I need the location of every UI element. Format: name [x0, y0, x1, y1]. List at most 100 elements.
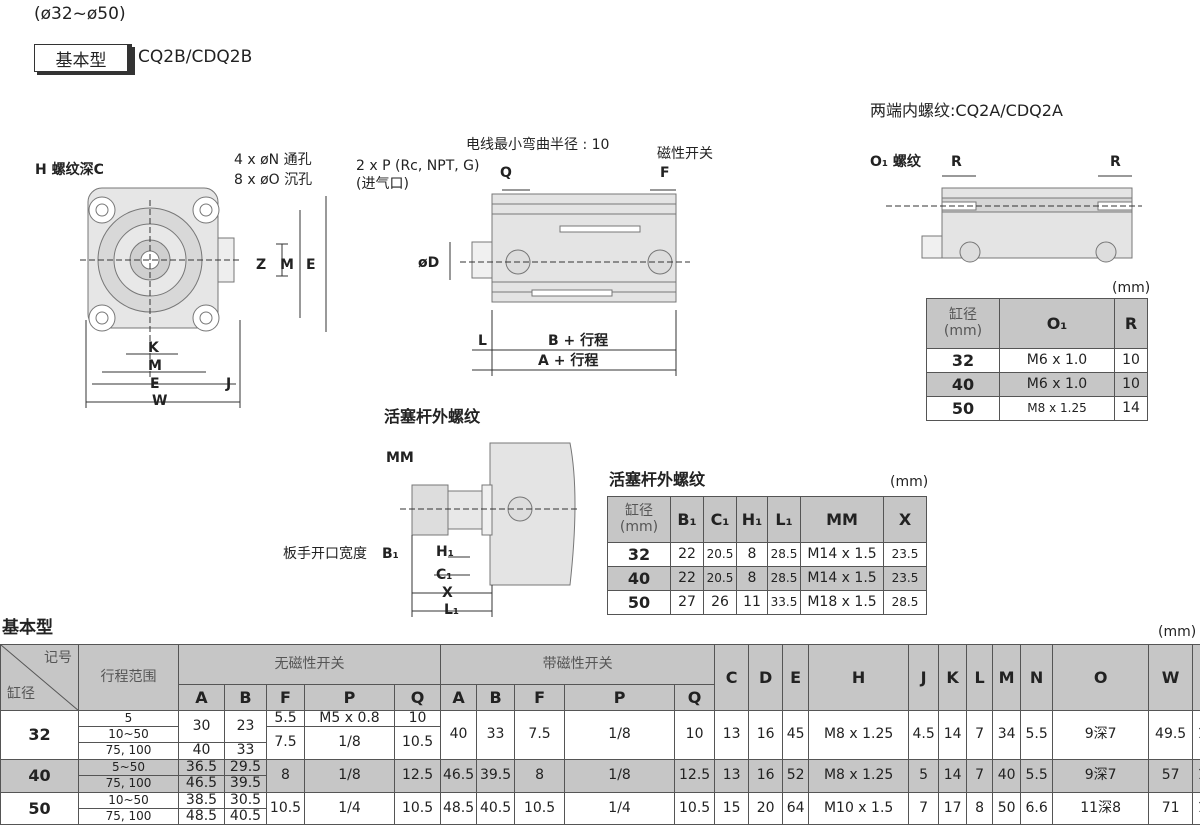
- header-z: Z: [1192, 644, 1200, 711]
- table-cell: 16: [748, 710, 784, 760]
- table-cell: 7.5: [514, 710, 566, 760]
- main-table-title: 基本型: [2, 618, 53, 638]
- table-cell: 10.5: [393, 791, 442, 826]
- both-ends-label-r-right: R: [1110, 154, 1121, 170]
- front-dim-e-h: E: [150, 376, 160, 392]
- table-cell: 1/4: [304, 791, 395, 826]
- table-cell: 23: [224, 709, 267, 744]
- table-cell: 7: [966, 758, 994, 793]
- front-dim-z: Z: [256, 257, 267, 273]
- both-ends-label-o1: O₁ 螺纹: [870, 154, 921, 170]
- table-cell: M6 x 1.0: [999, 372, 1115, 397]
- rod-label-mm: MM: [386, 450, 414, 466]
- both-ends-header-bore: 缸径(mm): [926, 298, 1000, 349]
- table-cell: M18 x 1.5: [800, 590, 884, 615]
- table-cell: 48.5: [440, 791, 478, 826]
- table-cell: 50: [0, 791, 79, 826]
- rod-label-wrench: 板手开口宽度: [283, 546, 367, 562]
- table-cell: 40: [440, 710, 478, 760]
- table-cell: 40: [178, 742, 225, 760]
- rod-table-title: 活塞杆外螺纹: [609, 470, 706, 489]
- rod-table-header-bore: 缸径(mm): [607, 496, 671, 543]
- side-label-switch: 磁性开关: [657, 146, 713, 162]
- type-label: 基本型: [55, 50, 107, 71]
- table-cell: 33: [224, 742, 267, 760]
- table-cell: 75, 100: [78, 807, 179, 826]
- table-cell: 52: [782, 758, 810, 793]
- sub-header-a: A: [178, 684, 225, 711]
- table-cell: 5.5: [1020, 710, 1054, 760]
- sub-header-b: B: [224, 684, 267, 711]
- table-cell: 10: [1114, 348, 1148, 373]
- both-ends-label-r-left: R: [951, 154, 962, 170]
- front-dim-w: W: [152, 393, 168, 409]
- header-d: D: [748, 644, 784, 711]
- rod-table-header-b1: B₁: [670, 496, 704, 543]
- front-label-h: H 螺纹深C: [35, 162, 104, 178]
- table-cell: 10: [393, 709, 442, 728]
- sub-header-b2: B: [476, 684, 516, 711]
- table-cell: 71: [1148, 791, 1194, 826]
- table-cell: 32: [607, 542, 671, 567]
- table-cell: 30.5: [224, 791, 267, 809]
- header-k: K: [938, 644, 968, 711]
- table-cell: 1/8: [304, 758, 395, 793]
- table-cell: 48.5: [178, 807, 225, 826]
- table-cell: 40: [0, 758, 79, 793]
- table-cell: 28.5: [883, 590, 927, 615]
- rod-dim-l1: L₁: [444, 602, 460, 618]
- table-cell: 14: [938, 710, 968, 760]
- table-cell: 9深7: [1052, 710, 1150, 760]
- table-cell: 23.5: [883, 542, 927, 567]
- rod-dim-h1: H₁: [436, 544, 454, 560]
- table-cell: 64: [782, 791, 810, 826]
- table-cell: 26: [703, 590, 737, 615]
- corner-bottom: 缸径: [7, 685, 35, 702]
- front-label-o: 8 x øO 沉孔: [234, 172, 313, 188]
- rod-table-header-mm: MM: [800, 496, 884, 543]
- table-cell: 10.5: [674, 791, 716, 826]
- side-dim-l: L: [478, 333, 487, 349]
- table-cell: 7: [908, 791, 940, 826]
- table-cell: 16: [748, 758, 784, 793]
- table-cell: 45: [782, 710, 810, 760]
- table-cell: 5.5: [266, 709, 305, 728]
- table-cell: 34: [992, 710, 1022, 760]
- table-cell: 12.5: [393, 758, 442, 793]
- table-cell: 40.5: [476, 791, 516, 826]
- rod-table-header-x: X: [883, 496, 927, 543]
- table-cell: 75, 100: [78, 742, 179, 760]
- table-cell: M14 x 1.5: [800, 542, 884, 567]
- table-cell: 1/8: [564, 758, 676, 793]
- no-switch-header: 无磁性开关: [177, 644, 442, 685]
- table-cell: 5: [908, 758, 940, 793]
- table-cell: 14: [1114, 396, 1148, 421]
- table-cell: 10~50: [78, 726, 179, 744]
- table-cell: 39.5: [224, 775, 267, 793]
- table-cell: 10.5: [393, 726, 442, 760]
- rod-label-b1: B₁: [382, 546, 399, 562]
- side-dim-a: A + 行程: [538, 353, 599, 369]
- table-cell: 5~50: [78, 758, 179, 777]
- table-cell: 22: [670, 566, 704, 591]
- table-cell: 8: [966, 791, 994, 826]
- table-cell: 30: [178, 709, 225, 744]
- header-w: W: [1148, 644, 1194, 711]
- table-cell: 13: [714, 758, 750, 793]
- sub-header-f2: F: [514, 684, 566, 711]
- table-cell: M8 x 1.25: [999, 396, 1115, 421]
- front-view-drawing: [80, 187, 327, 408]
- table-cell: 33.5: [767, 590, 801, 615]
- table-cell: 10: [1114, 372, 1148, 397]
- bore-range: (ø32~ø50): [34, 4, 126, 24]
- table-cell: 1/8: [304, 726, 395, 760]
- table-cell: 20: [748, 791, 784, 826]
- table-cell: 4.5: [908, 710, 940, 760]
- type-label-box: 基本型: [34, 44, 132, 72]
- table-cell: 28.5: [767, 566, 801, 591]
- table-cell: 9深7: [1052, 758, 1150, 793]
- table-cell: 17: [938, 791, 968, 826]
- side-dim-d: øD: [418, 255, 440, 271]
- sub-header-q2: Q: [674, 684, 716, 711]
- table-cell: 8: [736, 566, 768, 591]
